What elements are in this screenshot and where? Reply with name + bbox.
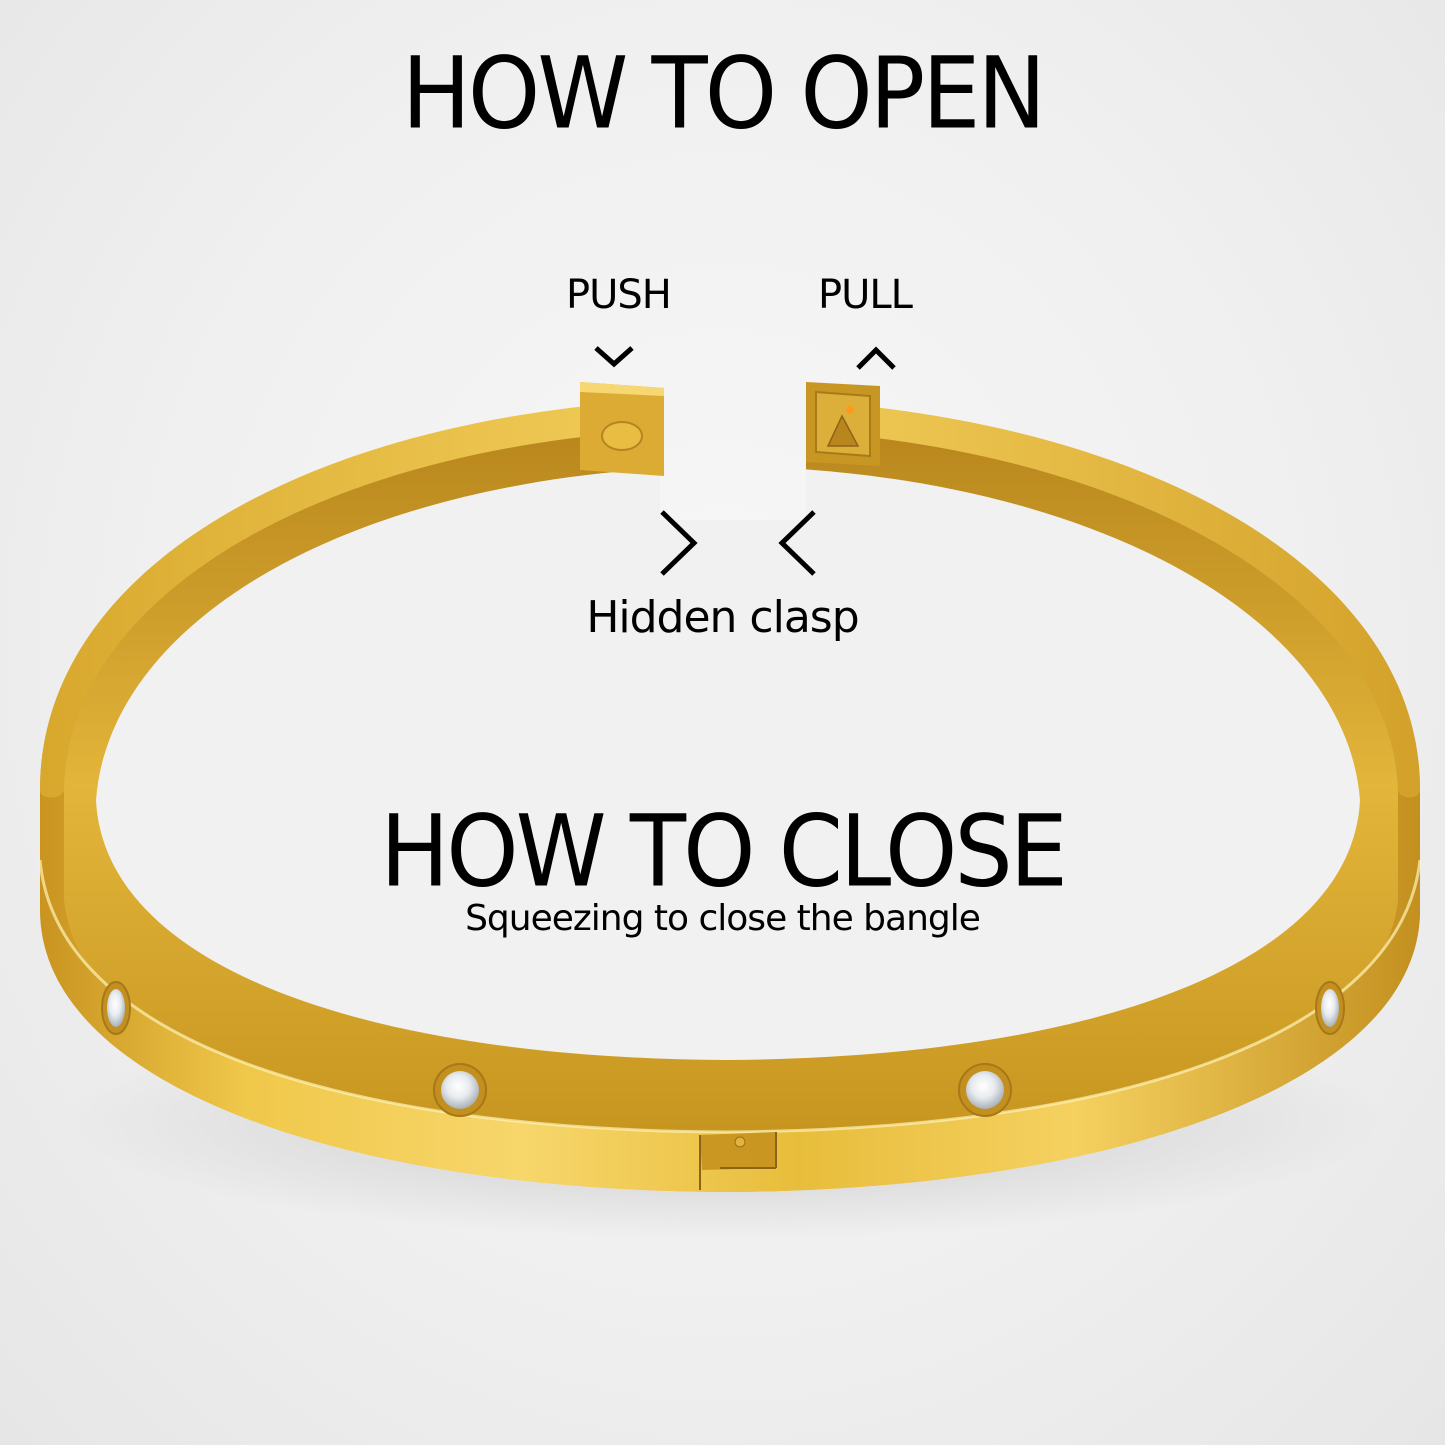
bangle bbox=[38, 398, 1422, 1192]
left-clasp-end bbox=[580, 382, 664, 476]
clasp-hook bbox=[826, 414, 860, 447]
how-to-close-title: HOW TO CLOSE bbox=[380, 793, 1068, 910]
how-to-open-title: HOW TO OPEN bbox=[401, 35, 1047, 152]
gemstone-left-front bbox=[433, 1063, 487, 1117]
pull-label: PULL bbox=[818, 272, 913, 318]
chevron-up-icon bbox=[856, 346, 896, 370]
close-instructions: Squeezing to close the bangle bbox=[465, 898, 981, 939]
push-button-pin bbox=[601, 421, 643, 451]
chevron-right-icon bbox=[660, 510, 698, 576]
bangle-hole bbox=[96, 466, 1360, 1060]
hinge bbox=[699, 1132, 777, 1190]
hidden-clasp-label: Hidden clasp bbox=[586, 592, 859, 643]
chevron-left-icon bbox=[778, 510, 816, 576]
bangle-front-face bbox=[40, 860, 1420, 1192]
chevron-down-icon bbox=[594, 346, 634, 368]
gemstone-left-side bbox=[101, 981, 131, 1035]
push-label: PUSH bbox=[566, 272, 672, 318]
gemstone-right-side bbox=[1315, 981, 1345, 1035]
gemstone-right-front bbox=[958, 1063, 1012, 1117]
right-clasp-end bbox=[806, 382, 880, 466]
